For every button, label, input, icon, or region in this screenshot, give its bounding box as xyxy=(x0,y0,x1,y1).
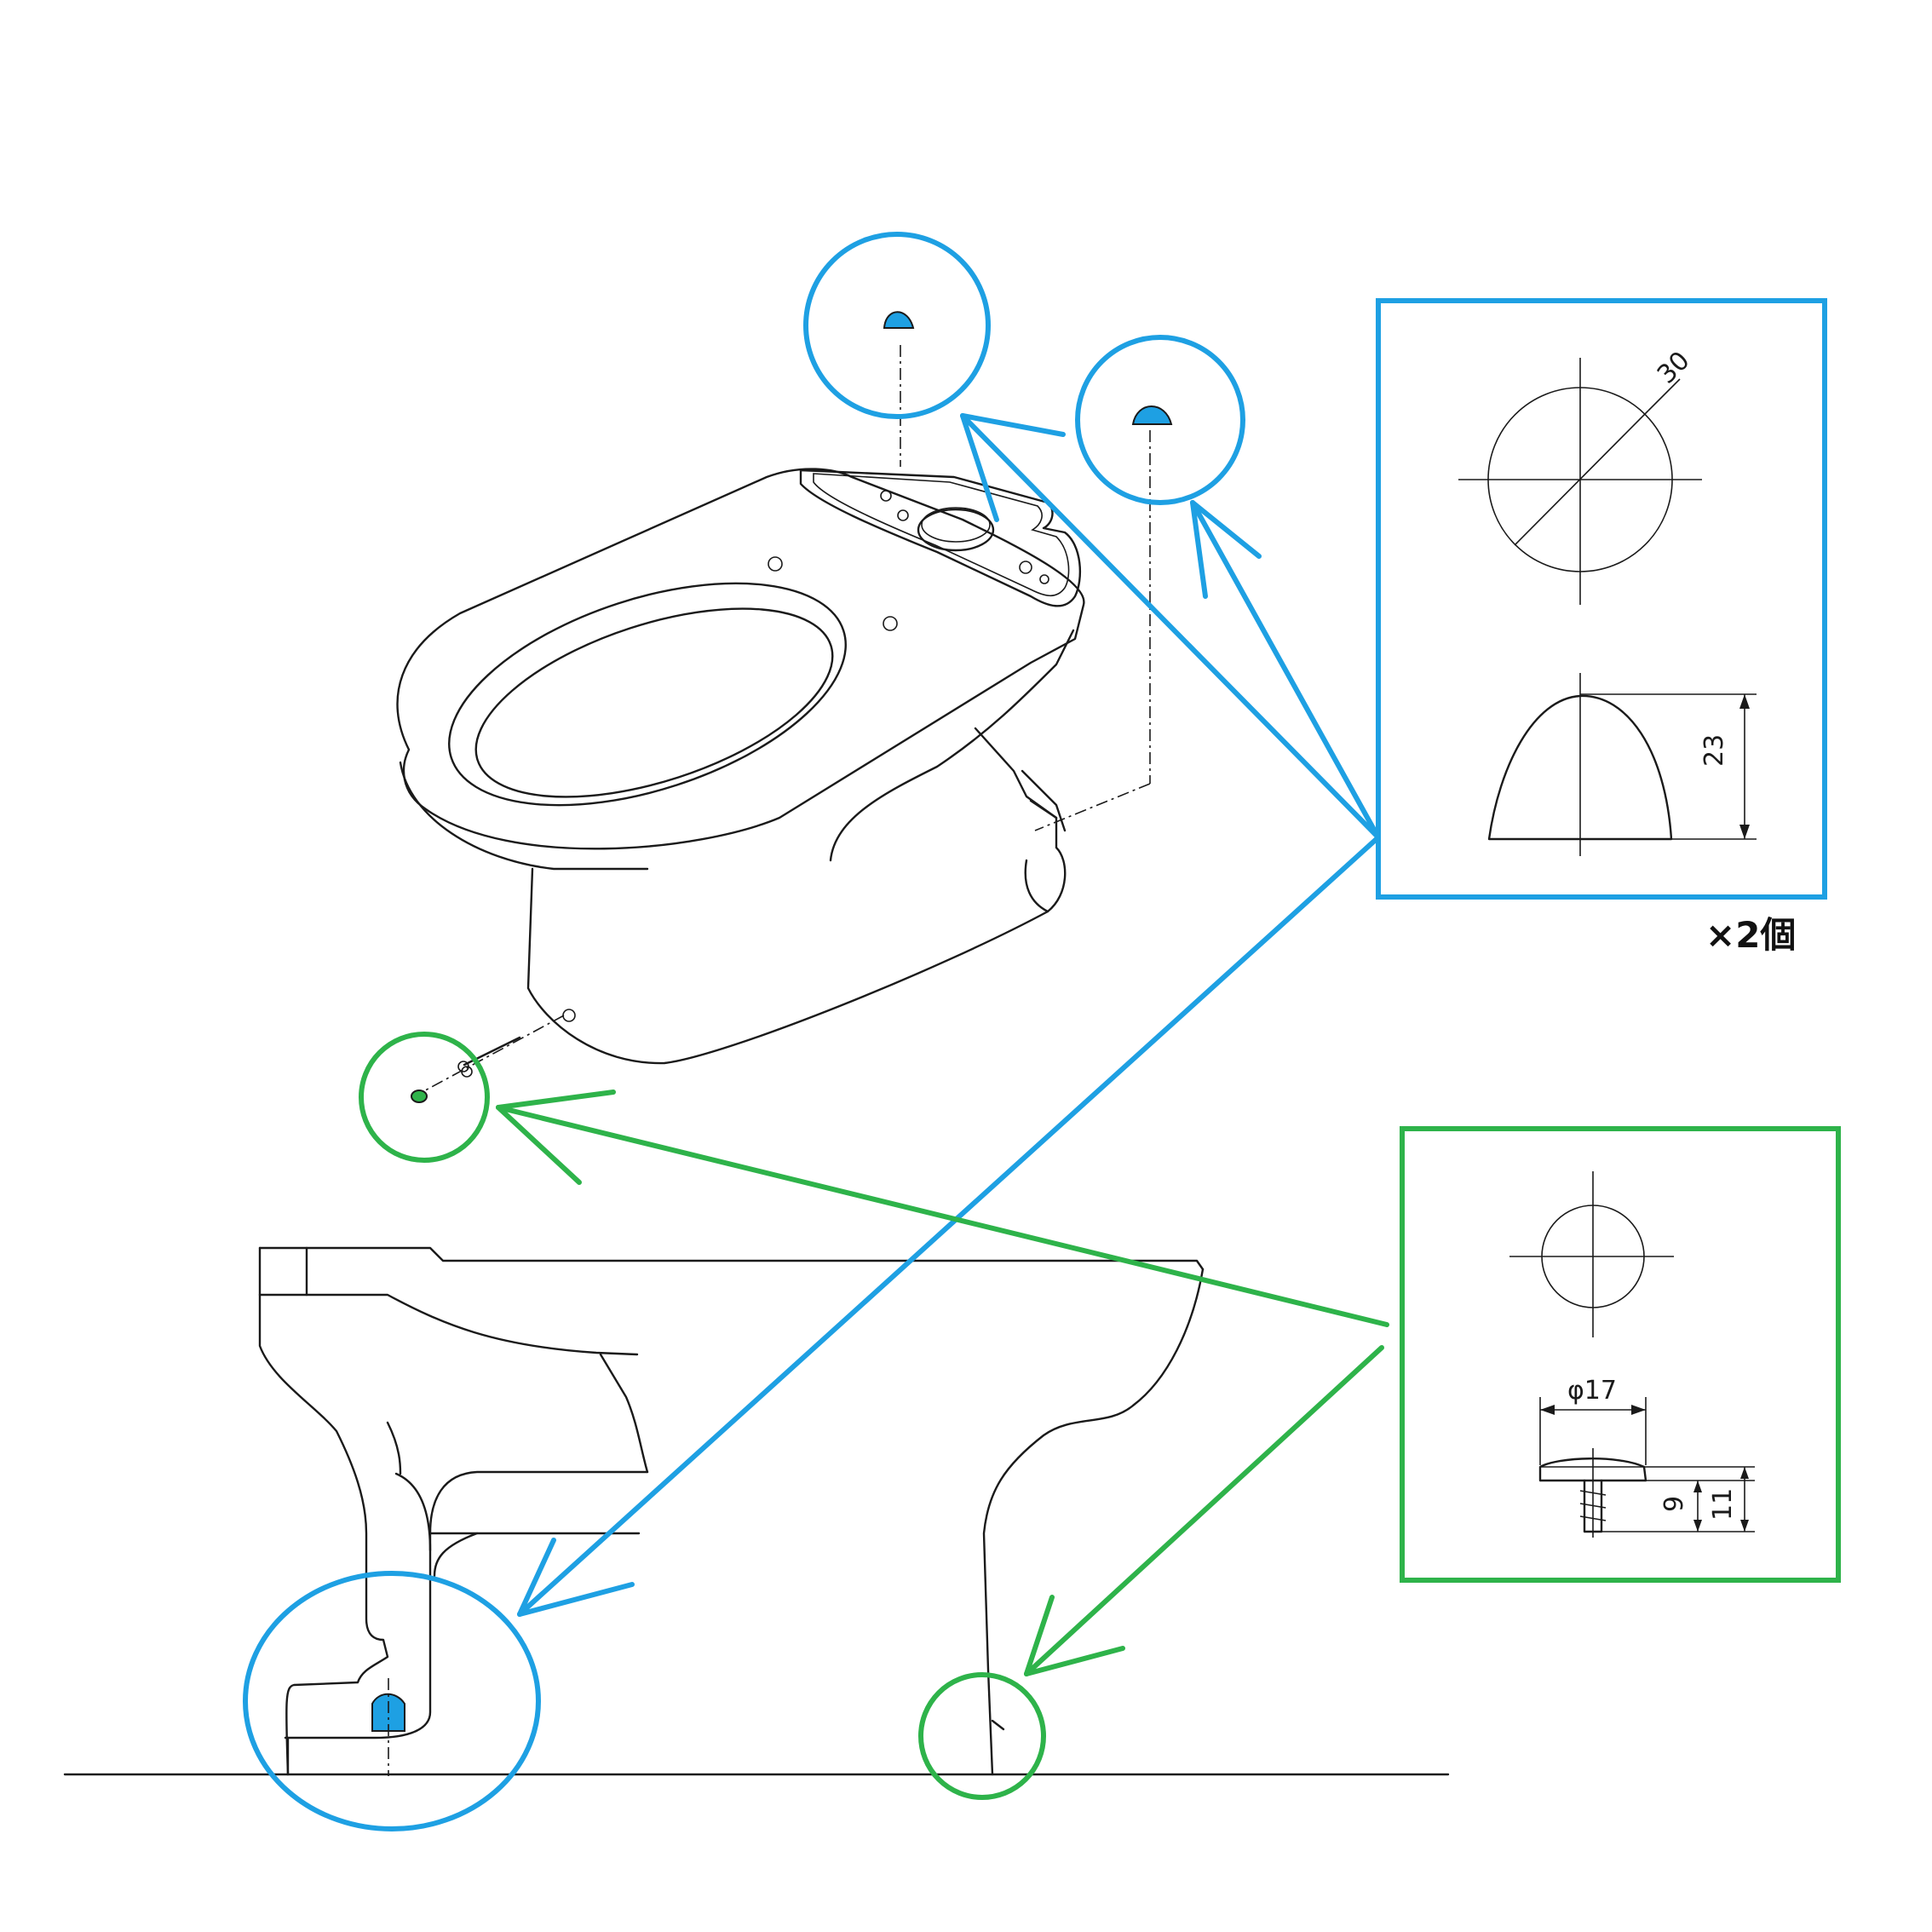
cap-circle-top xyxy=(803,232,991,419)
cap-circle-right xyxy=(1075,335,1245,505)
toilet-bowl-side-view xyxy=(63,1246,1450,1776)
washer-dim-b-label: 11 xyxy=(1708,1488,1738,1521)
cap-quantity-label: ×2個 xyxy=(1705,914,1796,956)
cap-detail-box xyxy=(1376,298,1827,900)
cap-circle-floor xyxy=(243,1571,541,1831)
washer-icon xyxy=(411,1090,428,1103)
washer-diameter-label: φ17 xyxy=(1567,1376,1617,1406)
washer-circle-floor xyxy=(918,1672,1046,1800)
washer-circle-screw xyxy=(359,1032,490,1163)
washer-detail-box xyxy=(1400,1126,1841,1583)
cap-callout-group: 30 23 ×2個 xyxy=(243,232,1827,1831)
toilet-bowl-isometric xyxy=(396,345,1151,1095)
washer-dim-a-label: 9 xyxy=(1659,1496,1689,1512)
cap-icon-2 xyxy=(1131,405,1173,425)
cap-icon xyxy=(883,311,915,329)
cap-height-label: 23 xyxy=(1699,734,1729,767)
washer-callout-group: φ17 9 11 xyxy=(359,1032,1841,1800)
